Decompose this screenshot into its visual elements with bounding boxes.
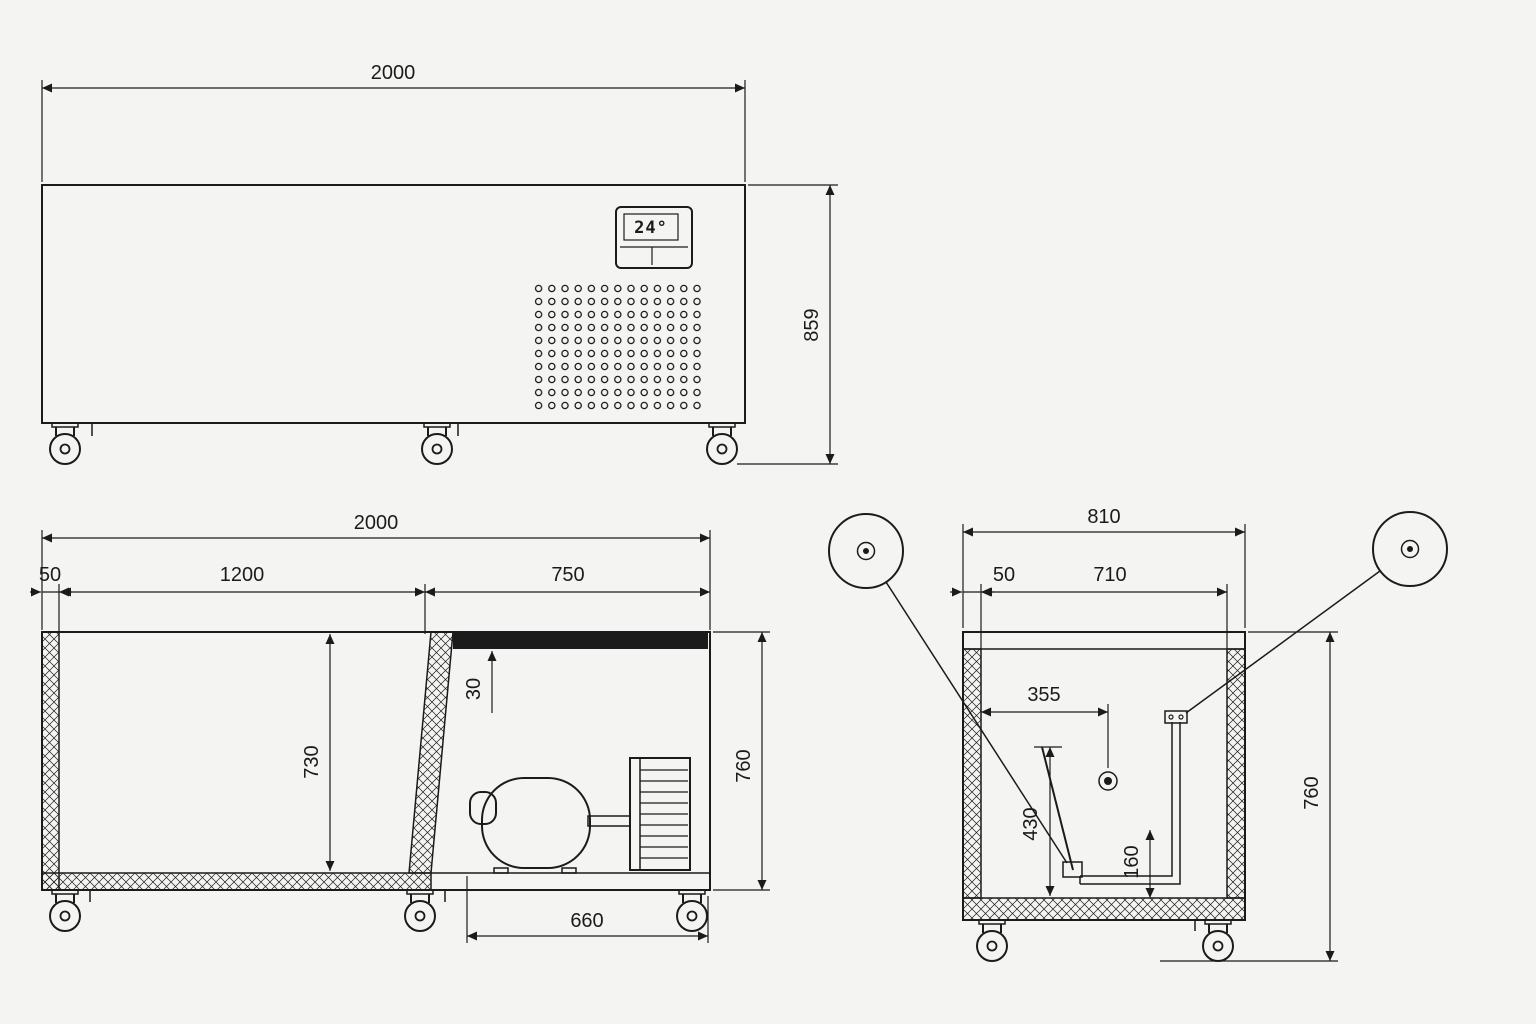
- dim-label-cross-inner: 710: [1093, 564, 1126, 586]
- dim-label-drain-offset: 355: [1027, 684, 1060, 706]
- extension-lines: [737, 184, 838, 465]
- insulation-left-wall: [41, 631, 60, 891]
- caster-icon: [706, 422, 738, 465]
- extension-lines: [41, 80, 746, 182]
- extension-lines: [1160, 631, 1338, 962]
- cabinet-outline: [962, 631, 1246, 921]
- drain-fitting: [1062, 861, 1083, 878]
- dim-side-height: 760: [713, 631, 770, 891]
- front-view: 2000 24° 859: [41, 62, 838, 465]
- drain-hole: [1098, 771, 1118, 791]
- dim-cross-partition-row: 50 710: [950, 564, 1228, 649]
- insulation-bottom: [962, 897, 1246, 921]
- compressor-foot: [561, 867, 577, 874]
- display-panel: [615, 206, 693, 269]
- extension-lines: [980, 584, 1228, 649]
- display-buttons: [620, 246, 688, 265]
- dim-label-side-height: 760: [733, 749, 755, 782]
- dim-label-side-wall: 50: [39, 564, 61, 586]
- dim-drain-offset: 355: [981, 684, 1109, 768]
- insulation-left-wall: [962, 648, 982, 899]
- dim-pipe-height: 160: [1121, 830, 1155, 898]
- dim-cross-height: 760: [1160, 631, 1338, 962]
- extension-lines: [41, 530, 711, 630]
- dim-label-pipe-height: 160: [1121, 845, 1143, 878]
- balloon-circle: [828, 513, 904, 589]
- caster-icon: [404, 889, 436, 932]
- balloon-detail-dot: [1407, 546, 1413, 552]
- pipe-clamp: [1164, 710, 1188, 724]
- dim-machine-floor: 660: [466, 876, 709, 943]
- balloon-detail-ring: [1400, 539, 1420, 559]
- leader-line: [885, 581, 1068, 864]
- compressor-body: [481, 777, 591, 869]
- dim-label-machine-floor: 660: [570, 910, 603, 932]
- extension-lines: [962, 524, 1246, 628]
- dim-side-partition-row: 50 1200 750: [30, 564, 710, 634]
- caster-icon: [421, 422, 453, 465]
- ventilation-grille: [532, 282, 704, 410]
- compressor-unit: [469, 757, 691, 874]
- leader-line: [1185, 570, 1381, 714]
- insulation-divider: [408, 631, 454, 874]
- clamp-screw-icon: [1168, 714, 1174, 720]
- detail-balloon-left: [828, 513, 1068, 864]
- insulation-bottom: [41, 872, 432, 891]
- dim-label-front-width: 2000: [371, 62, 416, 84]
- dim-label-drain-height: 430: [1020, 807, 1042, 840]
- dim-top-panel: 30: [463, 651, 497, 713]
- caster-icon: [976, 919, 1008, 962]
- dim-label-top-panel: 30: [463, 678, 485, 700]
- caster-icon: [1202, 919, 1234, 962]
- cross-section-view: 810 50 710 355: [828, 506, 1448, 962]
- caster-icon: [49, 422, 81, 465]
- insulation-right-wall: [1226, 648, 1246, 899]
- clamp-screw-icon: [1178, 714, 1184, 720]
- balloon-detail-ring: [856, 541, 876, 561]
- dim-label-cross-height: 760: [1301, 776, 1323, 809]
- leveling-feet: [89, 890, 446, 902]
- compressor-shaft: [587, 815, 631, 827]
- machine-top-panel: [453, 633, 708, 649]
- drain-hole-dot: [1104, 777, 1112, 785]
- compressor-foot: [493, 867, 509, 874]
- dim-label-inner-height: 730: [301, 745, 323, 778]
- balloon-circle: [1372, 511, 1448, 587]
- caster-icon: [49, 889, 81, 932]
- drain-pipe-line: [1041, 746, 1074, 871]
- side-section-view: 2000 50 1200 750 30 730: [30, 512, 770, 943]
- caster-icon: [676, 889, 708, 932]
- cabinet-outline: [41, 631, 711, 891]
- drain-pipe: [1041, 746, 1083, 878]
- display-readout: 24°: [634, 218, 668, 238]
- temperature-display: 24°: [615, 206, 693, 269]
- leveling-feet: [91, 423, 459, 436]
- dim-inner-height: 730: [301, 634, 335, 871]
- compressor-cap: [469, 791, 497, 825]
- condenser: [629, 757, 691, 871]
- dim-label-side-inner-width: 1200: [220, 564, 265, 586]
- dim-label-machine-width: 750: [551, 564, 584, 586]
- dim-label-front-height: 859: [801, 308, 823, 341]
- drain-hole-ring: [1098, 771, 1118, 791]
- detail-balloon-right: [1185, 511, 1448, 714]
- dim-label-cross-total: 810: [1087, 506, 1120, 528]
- condenser-fins: [640, 769, 688, 859]
- dim-side-total-width: 2000: [41, 512, 711, 630]
- dim-front-height: 859: [737, 184, 838, 465]
- display-screen: [623, 213, 679, 241]
- dim-label-cross-wall: 50: [993, 564, 1015, 586]
- dim-cross-total: 810: [962, 506, 1246, 628]
- cabinet-body: [41, 184, 746, 424]
- balloon-detail-dot: [863, 548, 869, 554]
- dim-front-width: 2000: [41, 62, 746, 182]
- dim-label-side-total-width: 2000: [354, 512, 399, 534]
